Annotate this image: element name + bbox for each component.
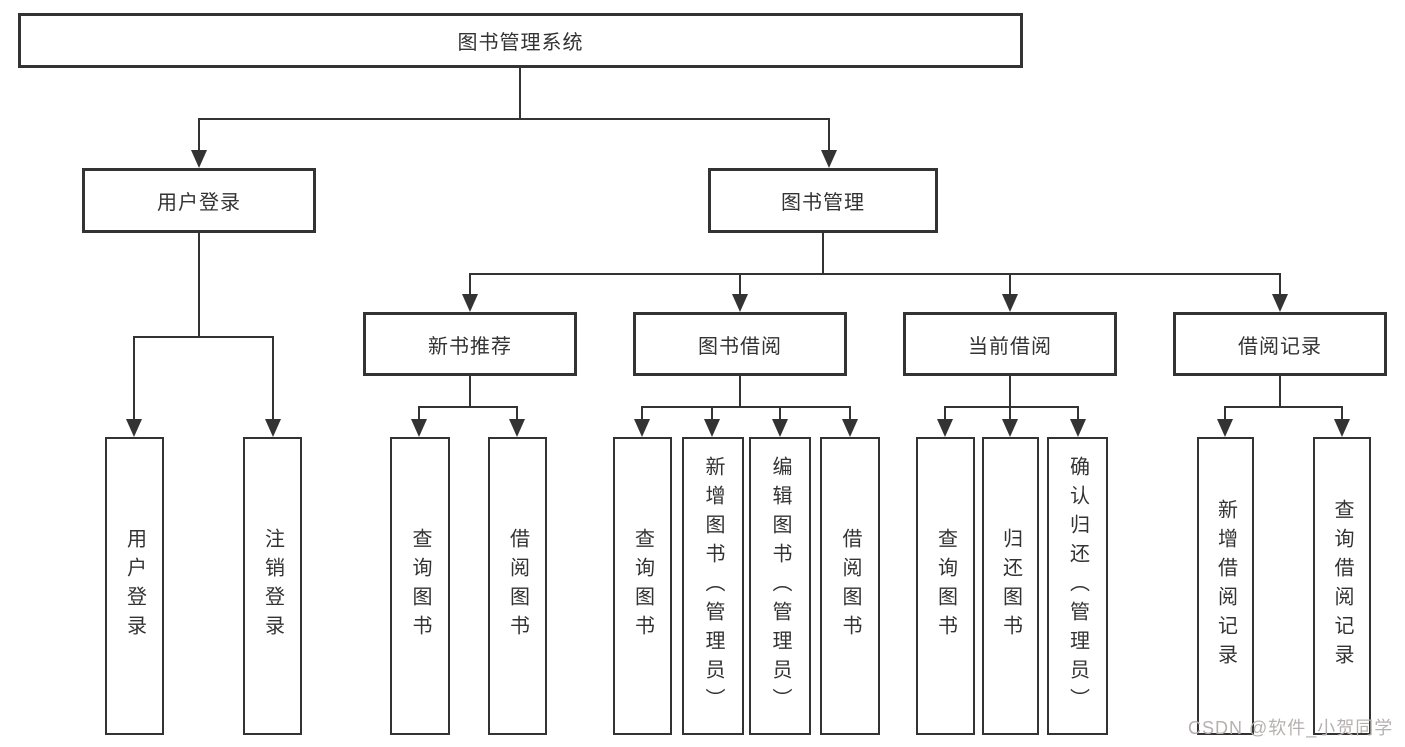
- connector-to-book-borrow: [739, 273, 741, 296]
- connector-to-leaf-query-borrow: [641, 406, 643, 421]
- leaf-logout: 注销登录: [243, 437, 302, 735]
- connector-to-leaf-logout: [272, 336, 274, 421]
- arrowhead-leaf-query-recommend-icon: [411, 419, 427, 437]
- node-new-book-recommend: 新书推荐: [363, 312, 577, 376]
- connector-to-leaf-borrow-recommend: [516, 406, 518, 421]
- arrowhead-leaf-borrow-recommend-icon: [509, 419, 525, 437]
- connector-new-book-stem: [469, 376, 471, 406]
- leaf-user-login: 用户登录: [105, 437, 164, 735]
- connector-book-mgmt-hbar: [469, 273, 1281, 275]
- arrowhead-leaf-borrow-books-icon: [842, 419, 858, 437]
- connector-to-current-borrow: [1009, 273, 1011, 296]
- leaf-query-borrow-record: 查询借阅记录: [1313, 437, 1371, 735]
- leaf-query-books-current: 查询图书: [916, 437, 975, 735]
- leaf-edit-books-admin-label: 编辑图书（管理员）: [769, 455, 791, 717]
- connector-to-book-management: [828, 118, 830, 152]
- arrowhead-leaf-confirm-return-icon: [1070, 419, 1086, 437]
- arrowhead-leaf-add-record-icon: [1217, 419, 1233, 437]
- arrowhead-user-login-icon: [191, 150, 207, 168]
- connector-to-leaf-borrow-books: [849, 406, 851, 421]
- connector-current-borrow-stem: [1009, 376, 1011, 406]
- arrowhead-leaf-user-login-icon: [126, 419, 142, 437]
- node-current-borrow: 当前借阅: [903, 312, 1117, 376]
- connector-root-hbar: [198, 118, 830, 120]
- leaf-confirm-return-admin-label: 确认归还（管理员）: [1066, 455, 1089, 717]
- leaf-add-borrow-record-label: 新增借阅记录: [1214, 499, 1237, 673]
- connector-new-book-hbar: [418, 406, 518, 408]
- leaf-add-books-admin-label: 新增图书（管理员）: [702, 455, 724, 717]
- leaf-query-books-current-label: 查询图书: [934, 528, 957, 644]
- leaf-query-books-borrow: 查询图书: [613, 437, 672, 735]
- connector-to-user-login: [198, 118, 200, 152]
- arrowhead-borrow-records-icon: [1272, 294, 1288, 312]
- connector-user-login-stem: [198, 233, 200, 336]
- connector-borrow-records-hbar: [1224, 406, 1343, 408]
- connector-book-borrow-hbar: [641, 406, 851, 408]
- leaf-add-books-admin: 新增图书（管理员）: [682, 437, 744, 735]
- arrowhead-leaf-query-record-icon: [1334, 419, 1350, 437]
- connector-book-mgmt-stem: [822, 233, 824, 273]
- connector-book-borrow-stem: [739, 376, 741, 406]
- node-book-management: 图书管理: [708, 168, 938, 233]
- leaf-borrow-books-recommend-label: 借阅图书: [506, 528, 529, 644]
- connector-to-leaf-query-current: [944, 406, 946, 421]
- connector-to-leaf-user-login: [133, 336, 135, 421]
- connector-to-leaf-add-books: [711, 406, 713, 421]
- connector-root-stem: [519, 68, 521, 118]
- connector-current-borrow-hbar: [944, 406, 1079, 408]
- leaf-user-login-label: 用户登录: [123, 528, 146, 644]
- leaf-borrow-books: 借阅图书: [820, 437, 880, 735]
- leaf-query-books-recommend: 查询图书: [390, 437, 450, 735]
- leaf-return-books-label: 归还图书: [999, 528, 1022, 644]
- leaf-query-borrow-record-label: 查询借阅记录: [1331, 499, 1353, 673]
- arrowhead-new-book-icon: [462, 294, 478, 312]
- csdn-watermark: CSDN @软件_小贺同学: [1188, 718, 1394, 738]
- leaf-edit-books-admin: 编辑图书（管理员）: [749, 437, 811, 735]
- node-borrow-records: 借阅记录: [1173, 312, 1387, 376]
- leaf-logout-label: 注销登录: [261, 528, 284, 644]
- arrowhead-book-management-icon: [821, 150, 837, 168]
- arrowhead-leaf-edit-books-icon: [772, 419, 788, 437]
- arrowhead-book-borrow-icon: [732, 294, 748, 312]
- connector-to-leaf-return-books: [1009, 406, 1011, 421]
- node-user-login: 用户登录: [82, 168, 316, 233]
- leaf-borrow-books-label: 借阅图书: [839, 528, 861, 644]
- arrowhead-current-borrow-icon: [1002, 294, 1018, 312]
- arrowhead-leaf-logout-icon: [265, 419, 281, 437]
- connector-to-leaf-query-record: [1341, 406, 1343, 421]
- connector-to-borrow-records: [1279, 273, 1281, 296]
- leaf-return-books: 归还图书: [982, 437, 1039, 735]
- leaf-confirm-return-admin: 确认归还（管理员）: [1047, 437, 1108, 735]
- leaf-query-books-recommend-label: 查询图书: [409, 528, 431, 644]
- node-root-library-system: 图书管理系统: [18, 13, 1023, 68]
- connector-borrow-records-stem: [1279, 376, 1281, 406]
- leaf-borrow-books-recommend: 借阅图书: [488, 437, 547, 735]
- connector-to-new-book: [469, 273, 471, 296]
- connector-to-leaf-add-record: [1224, 406, 1226, 421]
- arrowhead-leaf-add-books-icon: [704, 419, 720, 437]
- connector-to-leaf-edit-books: [779, 406, 781, 421]
- connector-to-leaf-query-recommend: [418, 406, 420, 421]
- arrowhead-leaf-query-borrow-icon: [634, 419, 650, 437]
- connector-to-leaf-confirm-return: [1077, 406, 1079, 421]
- arrowhead-leaf-return-books-icon: [1002, 419, 1018, 437]
- arrowhead-leaf-query-current-icon: [937, 419, 953, 437]
- leaf-add-borrow-record: 新增借阅记录: [1197, 437, 1254, 735]
- connector-user-login-hbar: [133, 336, 274, 338]
- node-book-borrow: 图书借阅: [633, 312, 847, 376]
- leaf-query-books-borrow-label: 查询图书: [631, 528, 654, 644]
